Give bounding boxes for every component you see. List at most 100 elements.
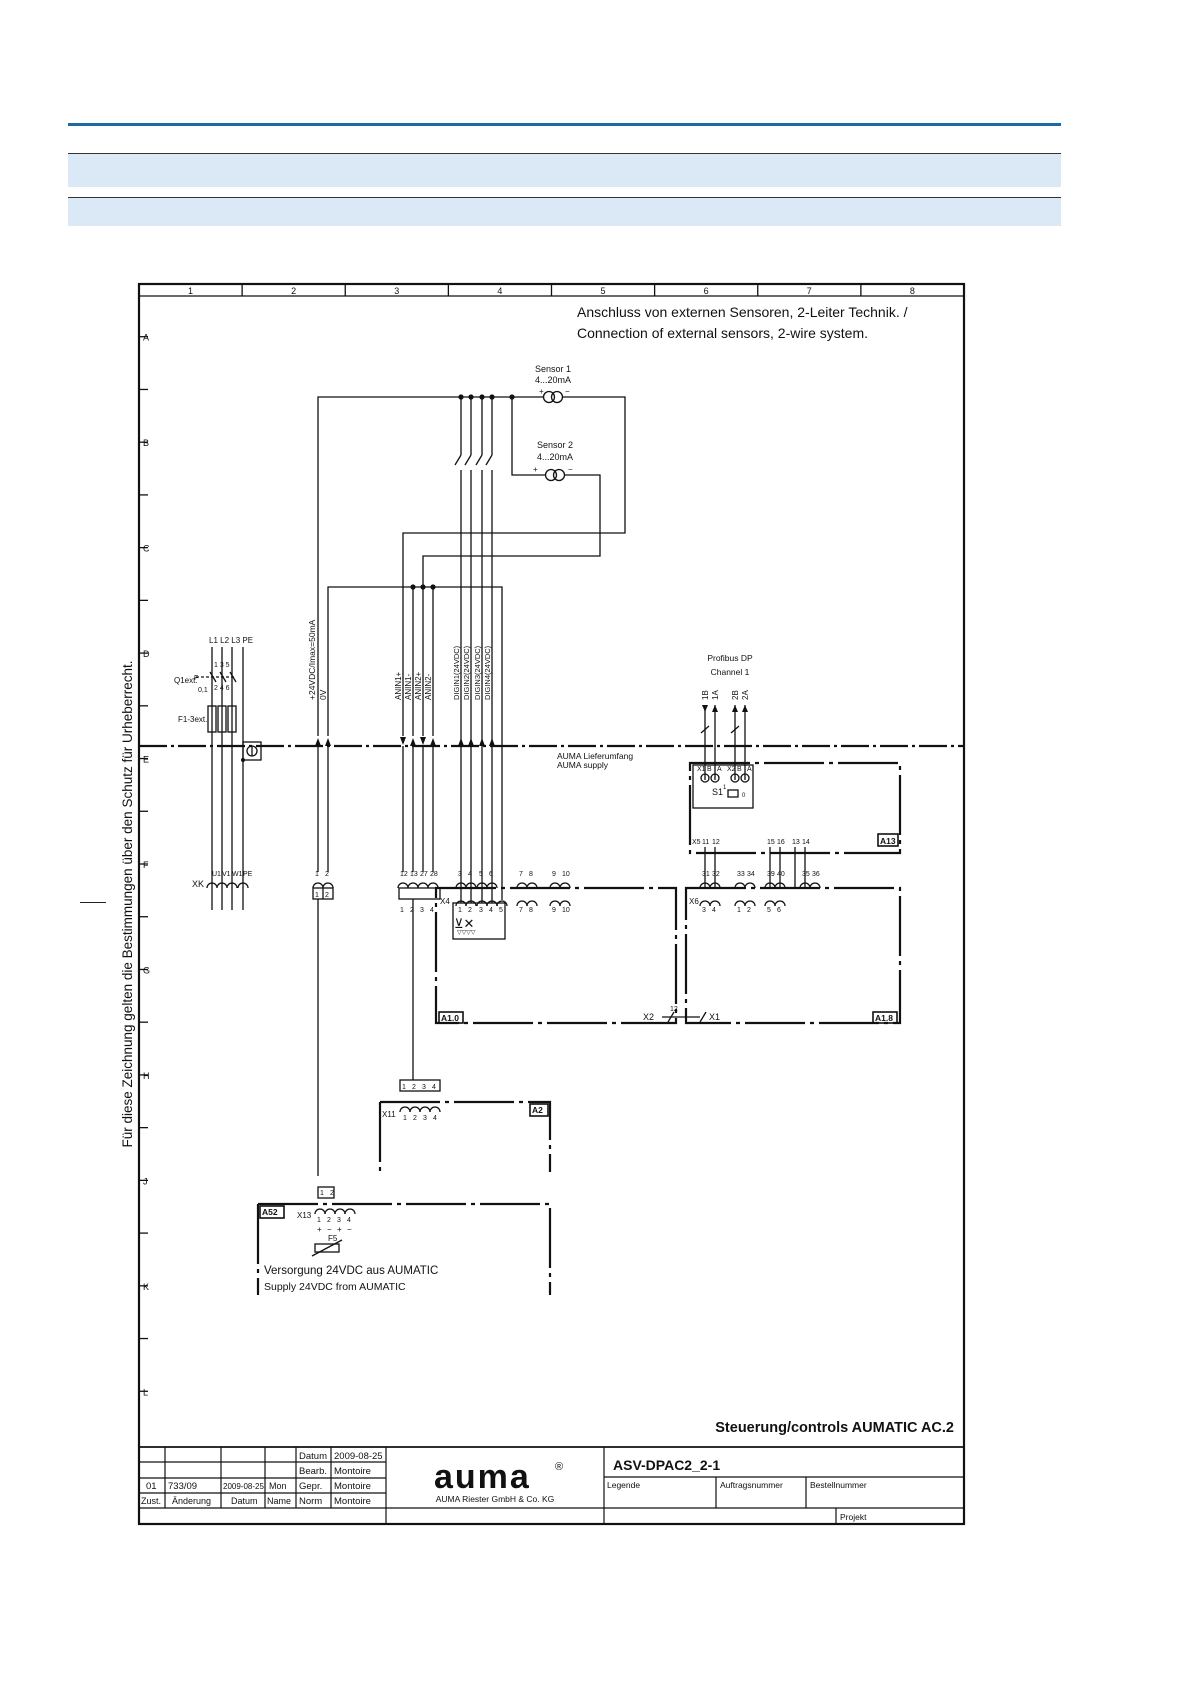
xk-pin-v1: V1: [222, 871, 231, 878]
column-number: 1: [188, 286, 193, 296]
column-number: 3: [394, 286, 399, 296]
x4-top-pin: 13: [410, 871, 418, 878]
x6-top-pin: 34: [747, 871, 755, 878]
tb-projekt: Projekt: [840, 1512, 867, 1522]
logo-registered: ®: [555, 1461, 563, 1473]
x4-bot-pin: 3: [479, 907, 483, 914]
tb-h-datum: Datum: [231, 1496, 258, 1506]
x4-bot-pin: 4: [430, 907, 434, 914]
column-ticks: [241, 284, 862, 296]
x4-bot-pin: 10: [562, 907, 570, 914]
x4-top-pin: 10: [562, 871, 570, 878]
optocoupler-icon: ⊻✕: [454, 916, 474, 931]
auma-logo: auma: [434, 1458, 531, 1496]
xk-pin-pe: PE: [243, 871, 253, 878]
header-band-2: [68, 198, 1061, 226]
module-a18: A1.8: [684, 886, 902, 1025]
row-letter: F: [143, 860, 149, 870]
label-anin1-plus: ANIN1+: [394, 671, 403, 700]
a52-note-en: Supply 24VDC from AUMATIC: [264, 1281, 406, 1293]
tb-bestell: Bestellnummer: [810, 1480, 867, 1490]
a52-socket: [324, 1208, 336, 1215]
title-block: [139, 1446, 964, 1524]
sensor-1-range: 4...20mA: [535, 375, 571, 385]
tb-h-aenderung: Änderung: [172, 1496, 211, 1506]
x4-top-pin: 12: [400, 871, 408, 878]
breaker-label: Q1ext.: [174, 676, 198, 685]
row-letter: A: [143, 333, 149, 343]
a52-top-1: 1: [320, 1190, 324, 1197]
a13-x5-pin: 14: [802, 839, 810, 846]
tb-gepr: Montoire: [334, 1481, 371, 1492]
x4-top-socket: [407, 882, 419, 889]
a13-label: A13: [880, 836, 896, 846]
tb-drawing-no: ASV-DPAC2_2-1: [613, 1457, 720, 1473]
sensor-2-plus: +: [533, 465, 538, 474]
sensor-2-range: 4...20mA: [537, 452, 573, 462]
label-anin2-plus: ANIN2+: [414, 671, 423, 700]
x6-bot-pin: 6: [777, 907, 781, 914]
a52-x13: X13: [297, 1211, 312, 1220]
a52-pin: 4: [347, 1217, 351, 1224]
row-letter: G: [143, 965, 150, 975]
row-letter: K: [143, 1282, 149, 1292]
row-letter: L: [143, 1387, 148, 1397]
fuse-label: F1-3ext.: [178, 715, 207, 724]
x6-bot-pin: 2: [747, 907, 751, 914]
a13-x1-pin: B: [707, 766, 712, 773]
row-letter: J: [143, 1176, 148, 1186]
x4-top-socket: [465, 882, 477, 889]
heading-line-1: Anschluss von externen Sensoren, 2-Leite…: [577, 304, 908, 320]
module-a10: ⊻✕ ▽▽▽▽ A1.0 X2 12 X1: [434, 886, 720, 1025]
label-digin1: DIGIN1(24VDC): [452, 645, 461, 700]
x6-top-pin: 31: [702, 871, 710, 878]
t12-low-1: 1: [315, 892, 319, 899]
auma-supply-en: AUMA supply: [557, 760, 609, 770]
a13-x5-pin: 12: [712, 839, 720, 846]
x4-bot-pin: 8: [529, 907, 533, 914]
breaker-rating: 0,1: [198, 687, 208, 694]
a2-low-pin: 4: [433, 1115, 437, 1122]
x6-top-socket: [744, 882, 756, 889]
x4-bot-socket: [526, 900, 538, 907]
a13-x1-pin: A: [717, 766, 722, 773]
x4-bot-pin: 9: [552, 907, 556, 914]
sensor-1-plus: +: [539, 387, 544, 396]
x4-top-socket: [397, 882, 409, 889]
tb-rev-change: 733/09: [168, 1481, 197, 1492]
breaker-sub: F: [194, 675, 198, 682]
a2-low-pin: 3: [423, 1115, 427, 1122]
copyright-side-note: Für diese Zeichnung gelten die Bestimmun…: [120, 660, 135, 1147]
sensor-2-name: Sensor 2: [537, 440, 573, 450]
a52-note-de: Versorgung 24VDC aus AUMATIC: [264, 1265, 438, 1277]
t12-pin-1: 1: [315, 871, 319, 878]
a52-pin: 1: [317, 1217, 321, 1224]
label-supply: +24VDC/Imax=50mA: [307, 619, 317, 700]
tb-rev-index: 01: [146, 1481, 157, 1492]
pb-2a: 2A: [741, 690, 750, 700]
x6-bot-socket: [774, 900, 786, 907]
a52-fuse: F5: [328, 1234, 338, 1243]
a10-12: 12: [670, 1006, 678, 1013]
tb-bearb-label: Bearb.: [299, 1466, 327, 1477]
x4-top-socket: [559, 882, 571, 889]
x6-bot-socket: [744, 900, 756, 907]
a13-sw-1: 1: [723, 785, 727, 791]
sensor-1-minus: −: [565, 387, 570, 396]
a13-x1-pin: X2: [727, 766, 736, 773]
mains-input: L1 L2 L3 PE Q1ext. F 0,1 1 3 5 2 4 6 F1-…: [174, 636, 262, 910]
x4-top-pin: 3: [458, 871, 462, 878]
signal-labels: +24VDC/Imax=50mA 0V ANIN1+ ANIN1- ANIN2+…: [307, 619, 492, 700]
x6-bot-pin: 1: [737, 907, 741, 914]
x6-bot-socket: [734, 900, 746, 907]
a13-x5-pin: 16: [777, 839, 785, 846]
column-number: 7: [807, 286, 812, 296]
label-digin2: DIGIN2(24VDC): [462, 645, 471, 700]
column-number: 6: [704, 286, 709, 296]
breaker-pins-bottom: 2 4 6: [214, 685, 230, 692]
title-block-text: Datum 2009-08-25 Bearb. Montoire Gepr. M…: [141, 1451, 867, 1522]
x6-top-pin: 40: [777, 871, 785, 878]
